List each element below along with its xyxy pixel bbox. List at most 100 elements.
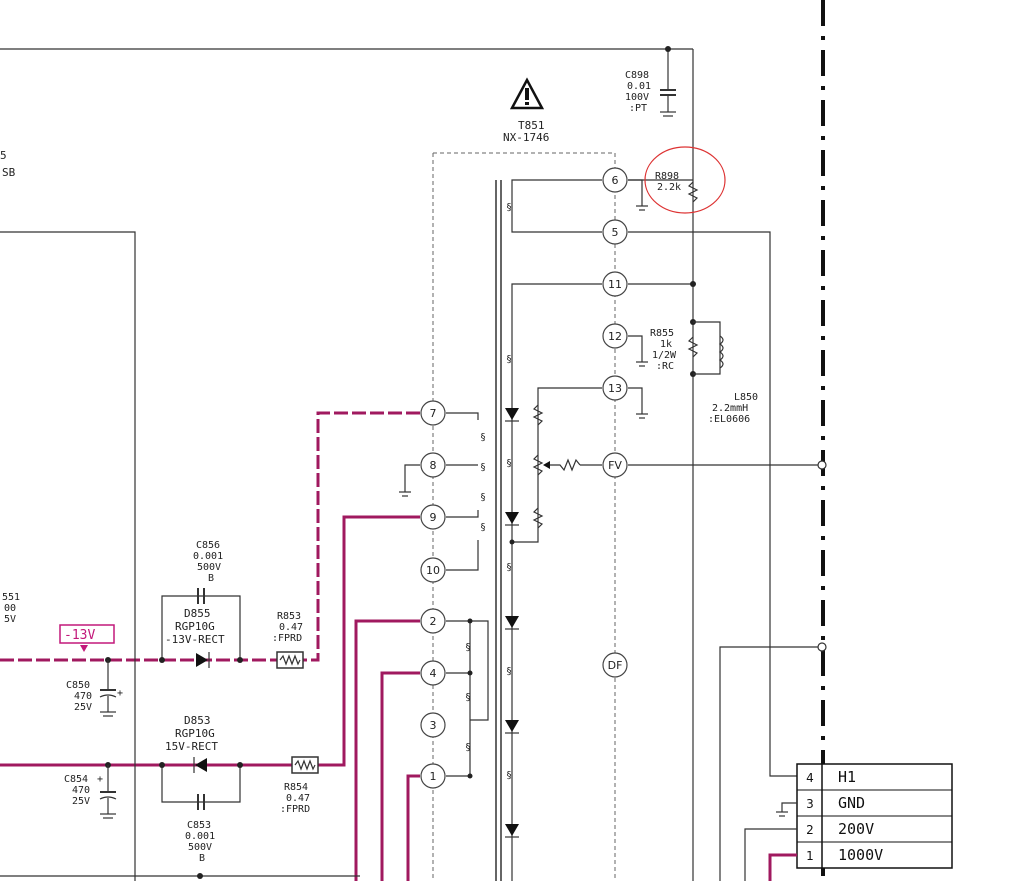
r853-type: :FPRD bbox=[272, 633, 302, 644]
d855-desc: -13V-RECT bbox=[165, 633, 225, 646]
c856-ref: C856 bbox=[196, 540, 220, 551]
left-wiring bbox=[0, 231, 360, 881]
warning-triangle-icon bbox=[509, 77, 545, 110]
c850-voltage: 25V bbox=[74, 702, 92, 713]
capacitor-c850: + C850 470 25V bbox=[66, 657, 123, 717]
r855-ref: R855 bbox=[650, 328, 674, 339]
svg-text:DF: DF bbox=[608, 659, 623, 672]
top-bus-wire bbox=[0, 46, 694, 881]
svg-text:+: + bbox=[117, 688, 123, 699]
pin-df: DF bbox=[602, 652, 628, 678]
c853-ref: C853 bbox=[187, 820, 211, 831]
connector-label-200v: 200V bbox=[838, 820, 874, 838]
svg-text:13: 13 bbox=[608, 382, 622, 395]
capacitor-c898: C898 0.01 100V :PT bbox=[625, 70, 676, 117]
hv-diode-stack bbox=[505, 408, 519, 838]
svg-text:4: 4 bbox=[430, 667, 437, 680]
r853-ref: R853 bbox=[277, 611, 301, 622]
svg-text:§: § bbox=[465, 742, 471, 753]
pin-6: 6 bbox=[602, 167, 628, 193]
c850-value: 470 bbox=[74, 691, 92, 702]
partial-label-a: 5 bbox=[0, 149, 7, 162]
power-rails bbox=[0, 411, 420, 881]
svg-text:§: § bbox=[480, 462, 486, 473]
r853-value: 0.47 bbox=[279, 622, 303, 633]
connector-pin-4: 4 bbox=[806, 771, 814, 785]
svg-text:2: 2 bbox=[430, 615, 437, 628]
r855-power: 1/2W bbox=[652, 350, 677, 361]
resistor-r898: R898 2.2k bbox=[655, 171, 699, 203]
c854-ref: C854 bbox=[64, 774, 88, 785]
svg-text:§: § bbox=[465, 642, 471, 653]
pin-3: 3 bbox=[420, 712, 446, 738]
c856-value: 0.001 bbox=[193, 551, 223, 562]
transformer-pins: 6 5 11 12 13 FV 7 8 9 10 2 4 3 1 DF bbox=[420, 167, 628, 789]
svg-text:12: 12 bbox=[608, 330, 622, 343]
partial-label-e: 5V bbox=[4, 614, 16, 625]
r854-ref: R854 bbox=[284, 782, 308, 793]
rectifier-d855: C856 0.001 500V B D855 RGP10G -13V-RECT bbox=[159, 540, 243, 668]
d853-part: RGP10G bbox=[175, 727, 215, 740]
d855-part: RGP10G bbox=[175, 620, 215, 633]
connector-label-gnd: GND bbox=[838, 794, 865, 812]
svg-text:§: § bbox=[506, 770, 512, 781]
svg-text:§: § bbox=[506, 458, 512, 469]
svg-text:6: 6 bbox=[612, 174, 619, 187]
svg-text:§: § bbox=[506, 666, 512, 677]
c853-value: 0.001 bbox=[185, 831, 215, 842]
voltage-tag-text: -13V bbox=[64, 628, 95, 643]
resistor-r853: R853 0.47 :FPRD bbox=[272, 611, 304, 669]
inductor-l850: L850 2.2mmH :EL0606 bbox=[708, 335, 758, 425]
l850-ref: L850 bbox=[734, 392, 758, 403]
connector-pin-2: 2 bbox=[806, 823, 814, 837]
coil-symbols: § § § § § § bbox=[506, 202, 512, 781]
pin-fv: FV bbox=[602, 452, 628, 478]
svg-text:FV: FV bbox=[608, 459, 622, 472]
rectifier-d853: D853 RGP10G 15V-RECT C853 0.001 500V B bbox=[159, 714, 243, 864]
partial-label-d: 00 bbox=[4, 603, 16, 614]
df-wire bbox=[719, 646, 822, 881]
r855-type: :RC bbox=[656, 361, 674, 372]
secondary-windings bbox=[509, 179, 827, 881]
svg-text:§: § bbox=[506, 202, 512, 213]
c898-value: 0.01 bbox=[627, 81, 651, 92]
pin-13: 13 bbox=[602, 375, 628, 401]
connector-pin-1: 1 bbox=[806, 849, 814, 863]
c856-type: B bbox=[208, 573, 214, 584]
svg-text:§: § bbox=[506, 562, 512, 573]
capacitor-c854: + C854 470 25V bbox=[64, 762, 117, 819]
svg-text:10: 10 bbox=[426, 564, 440, 577]
pin-8: 8 bbox=[420, 452, 446, 478]
svg-text:5: 5 bbox=[612, 226, 619, 239]
svg-text:9: 9 bbox=[430, 511, 437, 524]
l850-type: :EL0606 bbox=[708, 414, 750, 425]
highlight-circle bbox=[644, 146, 726, 214]
resistor-r854: R854 0.47 :FPRD bbox=[280, 756, 319, 815]
l850-value: 2.2mmH bbox=[712, 403, 748, 414]
c898-type: :PT bbox=[629, 103, 647, 114]
r855-value: 1k bbox=[660, 339, 672, 350]
r898-ref: R898 bbox=[655, 171, 679, 182]
c854-value: 470 bbox=[72, 785, 90, 796]
transformer-core bbox=[495, 180, 502, 881]
resistor-r855: R855 1k 1/2W :RC bbox=[650, 319, 721, 377]
c898-ref: C898 bbox=[625, 70, 649, 81]
d853-ref: D853 bbox=[184, 714, 211, 727]
r854-type: :FPRD bbox=[280, 804, 310, 815]
pin-1: 1 bbox=[420, 763, 446, 789]
c898-voltage: 100V bbox=[625, 92, 649, 103]
output-connector: 4 H1 3 GND 2 200V 1 1000V bbox=[744, 763, 953, 881]
partial-label-c: 551 bbox=[2, 592, 20, 603]
t851-part: NX-1746 bbox=[503, 131, 549, 144]
svg-text:3: 3 bbox=[430, 719, 437, 732]
pin-2: 2 bbox=[420, 608, 446, 634]
svg-text:§: § bbox=[480, 432, 486, 443]
d855-ref: D855 bbox=[184, 607, 211, 620]
r854-value: 0.47 bbox=[286, 793, 310, 804]
svg-text:§: § bbox=[480, 492, 486, 503]
c854-voltage: 25V bbox=[72, 796, 90, 807]
r898-value: 2.2k bbox=[657, 182, 681, 193]
pin-11: 11 bbox=[602, 271, 628, 297]
connector-label-h1: H1 bbox=[838, 768, 856, 786]
svg-text:§: § bbox=[465, 692, 471, 703]
